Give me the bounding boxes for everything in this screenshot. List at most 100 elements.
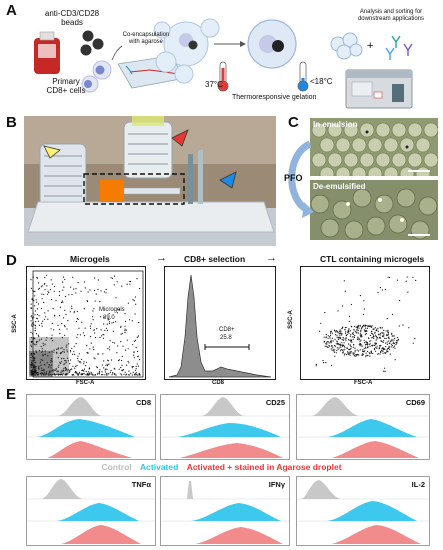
scatter-point xyxy=(358,354,360,356)
scatter-point xyxy=(44,276,46,279)
scatter-point xyxy=(107,348,109,350)
scatter-point xyxy=(110,277,112,279)
scatter-point xyxy=(136,372,138,374)
scatter-point xyxy=(50,374,52,376)
scatter-point xyxy=(385,346,387,348)
scatter-point xyxy=(390,340,392,342)
scatter-point xyxy=(370,340,372,342)
scatter-point xyxy=(322,360,324,362)
scatter-point xyxy=(100,329,102,331)
scatter-point xyxy=(136,374,138,376)
scatter-point xyxy=(360,339,362,341)
scatter-point xyxy=(347,353,349,355)
scatter-point xyxy=(383,340,385,342)
scatter-point xyxy=(339,332,341,334)
scatter-point xyxy=(49,374,51,376)
scatter-point xyxy=(71,305,73,307)
scatter-point xyxy=(79,334,81,336)
hist-il2: IL-2 xyxy=(296,476,430,546)
scatter-point xyxy=(341,344,344,346)
scatter-point xyxy=(385,342,387,344)
scatter-point xyxy=(62,276,65,278)
hist-cd69-curves xyxy=(297,397,429,458)
scatter-point xyxy=(57,348,59,350)
scatter-point xyxy=(108,373,110,375)
scatter-point xyxy=(344,332,347,334)
scatter-point xyxy=(100,290,102,292)
scatter-point xyxy=(120,326,122,328)
scatter-point xyxy=(326,341,328,343)
scatter-point xyxy=(78,361,81,363)
scatter-point xyxy=(44,289,46,291)
scatter-point xyxy=(323,336,325,338)
scatter-point xyxy=(362,349,364,351)
scatter-point xyxy=(31,374,33,376)
scatter-point xyxy=(359,332,361,334)
scatter-point xyxy=(112,330,114,332)
scatter-point xyxy=(345,353,348,356)
scatter-point xyxy=(41,350,43,352)
scatter-point xyxy=(34,310,36,312)
scatter-point xyxy=(406,276,408,278)
scatter-point xyxy=(39,339,41,341)
scatter-point xyxy=(342,305,344,307)
deemulsified-image xyxy=(310,180,438,240)
scatter-point xyxy=(352,353,354,355)
scatter-point xyxy=(323,341,325,343)
scatter-point xyxy=(53,369,55,371)
scatter-point xyxy=(47,318,49,320)
scatter-point xyxy=(362,353,364,356)
scatter-point xyxy=(106,323,108,325)
scatter-point xyxy=(106,329,108,331)
scatter-point xyxy=(88,371,90,373)
scatter-point xyxy=(34,365,36,368)
scatter-point xyxy=(135,347,137,349)
scatter-point xyxy=(78,373,80,375)
scatter-point xyxy=(359,342,361,344)
scatter-point xyxy=(378,334,380,336)
scatter-point xyxy=(34,374,36,376)
scatter-point xyxy=(71,293,73,296)
scatter-point xyxy=(379,346,381,348)
scatter-point xyxy=(103,367,105,369)
scatter-point xyxy=(47,374,49,376)
scatter-point xyxy=(342,349,344,351)
scatter-point xyxy=(391,332,393,334)
scatter-point xyxy=(33,372,35,374)
scatter-point xyxy=(366,330,368,332)
scatter-point xyxy=(55,300,57,302)
scatter-point xyxy=(122,345,124,347)
scatter-point xyxy=(40,367,43,369)
beads-label-line-2: beads xyxy=(61,18,83,27)
scatter-point xyxy=(356,330,358,332)
scatter-point xyxy=(374,348,376,351)
scatter-point xyxy=(383,349,385,351)
scatter-point xyxy=(333,349,335,351)
scatter-point xyxy=(394,347,396,349)
scatter-point xyxy=(69,349,72,352)
scatter-point xyxy=(57,366,59,368)
scatter-point xyxy=(328,344,330,346)
scatter-point xyxy=(343,280,345,282)
scatter-point xyxy=(329,341,332,343)
scatter-point xyxy=(108,318,110,320)
scatter-point xyxy=(129,280,131,283)
scatter-point xyxy=(40,372,42,374)
scatter-point xyxy=(35,369,37,372)
scatter-point xyxy=(66,344,68,346)
scatter-point xyxy=(99,369,101,371)
scatter-point xyxy=(359,324,361,326)
scatter-point xyxy=(96,328,98,330)
scatter-point xyxy=(323,362,325,364)
scatter-point xyxy=(363,329,365,331)
scatter-point xyxy=(361,335,363,337)
scatter-point xyxy=(392,343,394,345)
scatter-point xyxy=(382,348,384,350)
scatter-point xyxy=(44,343,46,345)
scatter-point xyxy=(379,353,381,355)
scatter-point xyxy=(43,344,45,346)
scatter-point xyxy=(65,346,67,348)
scatter-point xyxy=(374,332,376,334)
panel-label-b: B xyxy=(6,114,17,131)
scatter-point xyxy=(356,328,358,331)
